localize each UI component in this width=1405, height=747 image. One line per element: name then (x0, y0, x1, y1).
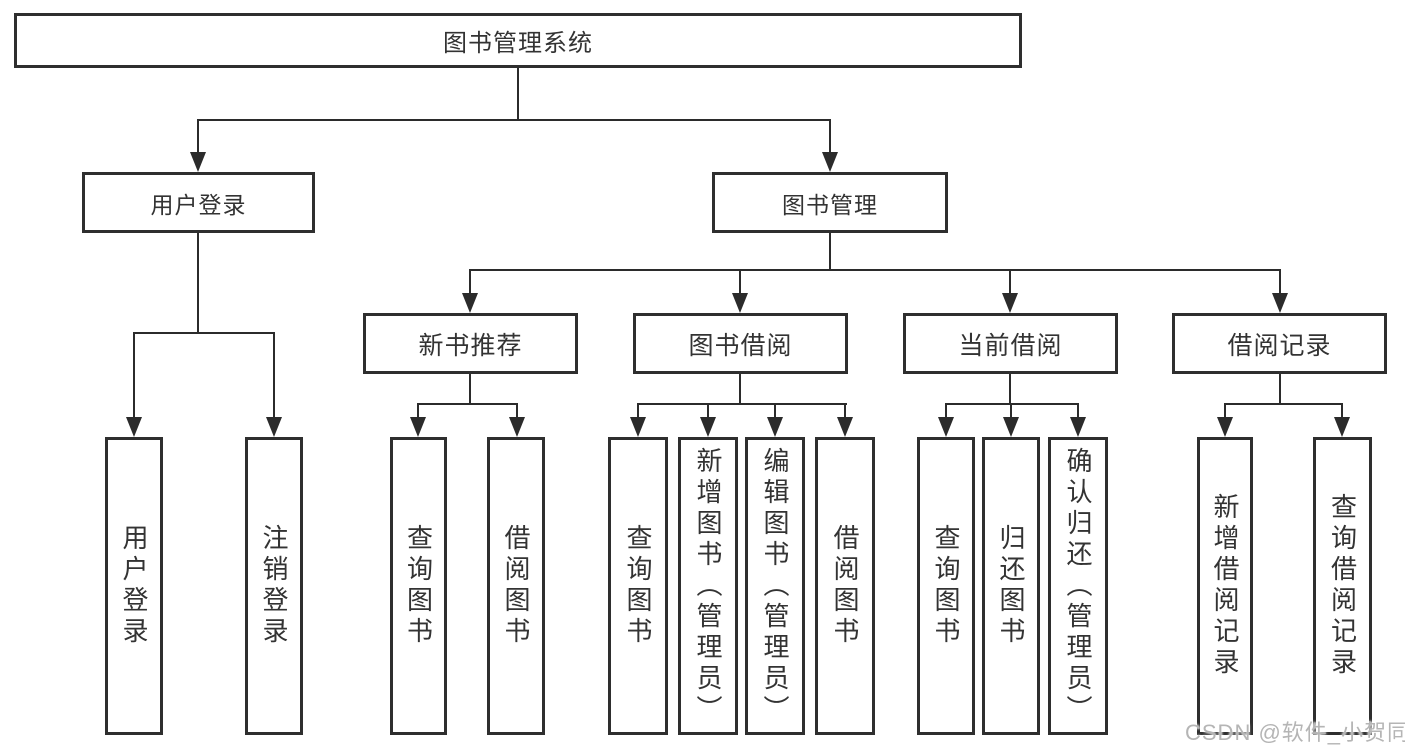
connector-line (1009, 269, 1011, 295)
arrowhead-icon (767, 417, 783, 437)
node-label: 用户登录 (150, 191, 247, 218)
leaf-user-login: 用户登录 (105, 437, 163, 735)
connector-line (829, 119, 831, 155)
connector-line (637, 403, 639, 419)
connector-line (707, 403, 709, 419)
leaf-query-books-recommend: 查询图书 (390, 437, 447, 735)
leaf-label: 查询借阅记录 (1327, 493, 1358, 679)
arrowhead-icon (732, 293, 748, 313)
connector-line (417, 403, 419, 419)
connector-line (829, 233, 831, 271)
arrowhead-icon (630, 417, 646, 437)
node-label: 新书推荐 (418, 331, 523, 360)
arrowhead-icon (462, 293, 478, 313)
leaf-edit-books-admin: 编辑图书（管理员） (745, 437, 805, 735)
leaf-return-books: 归还图书 (982, 437, 1040, 735)
leaf-label: 归还图书 (996, 524, 1026, 648)
node-current-borrowing: 当前借阅 (903, 313, 1118, 374)
leaf-label: 查询图书 (931, 524, 961, 648)
connector-line (197, 119, 831, 121)
leaf-add-borrow-record: 新增借阅记录 (1197, 437, 1253, 735)
arrowhead-icon (1217, 417, 1233, 437)
csdn-watermark: CSDN @软件_小贺同学 (1185, 720, 1405, 745)
node-label: 图书借阅 (688, 331, 793, 360)
connector-line (197, 119, 199, 155)
connector-line (1279, 269, 1281, 295)
arrowhead-icon (509, 417, 525, 437)
connector-line (516, 403, 518, 419)
leaf-add-books-admin: 新增图书（管理员） (678, 437, 738, 735)
leaf-label: 用户登录 (119, 524, 149, 648)
connector-line (1009, 374, 1011, 405)
leaf-label: 编辑图书（管理员） (760, 446, 790, 726)
arrowhead-icon (938, 417, 954, 437)
leaf-confirm-return-admin: 确认归还（管理员） (1048, 437, 1108, 735)
connector-line (469, 374, 471, 405)
connector-line (739, 269, 741, 295)
leaf-borrow-books-recommend: 借阅图书 (487, 437, 545, 735)
connector-line (945, 403, 1079, 405)
leaf-logout: 注销登录 (245, 437, 303, 735)
node-library-system: 图书管理系统 (14, 13, 1022, 68)
arrowhead-icon (190, 152, 206, 172)
leaf-label: 查询图书 (403, 524, 434, 648)
leaf-query-books-current: 查询图书 (917, 437, 975, 735)
node-label: 图书管理 (782, 191, 878, 218)
leaf-query-books-borrow: 查询图书 (608, 437, 668, 735)
arrowhead-icon (1070, 417, 1086, 437)
connector-line (417, 403, 518, 405)
arrowhead-icon (700, 417, 716, 437)
connector-line (637, 403, 847, 405)
leaf-query-borrow-record: 查询借阅记录 (1313, 437, 1372, 735)
connector-line (133, 332, 135, 420)
connector-line (739, 374, 741, 405)
leaf-label: 借阅图书 (830, 524, 860, 648)
leaf-label: 查询图书 (623, 524, 653, 648)
arrowhead-icon (266, 417, 282, 437)
leaf-label: 确认归还（管理员） (1063, 446, 1093, 726)
connector-line (774, 403, 776, 419)
connector-line (1077, 403, 1079, 419)
leaf-label: 注销登录 (259, 524, 289, 648)
leaf-label: 新增图书（管理员） (693, 446, 723, 726)
arrowhead-icon (1272, 293, 1288, 313)
arrowhead-icon (126, 417, 142, 437)
connector-line (1279, 374, 1281, 405)
connector-line (1010, 403, 1012, 419)
node-book-management: 图书管理 (712, 172, 948, 233)
connector-line (273, 332, 275, 420)
connector-line (133, 332, 275, 334)
connector-line (1341, 403, 1343, 419)
connector-line (469, 269, 471, 295)
arrowhead-icon (1334, 417, 1350, 437)
arrowhead-icon (837, 417, 853, 437)
node-label: 当前借阅 (958, 331, 1063, 360)
arrowhead-icon (1003, 417, 1019, 437)
node-label: 借阅记录 (1227, 331, 1332, 360)
connector-line (517, 68, 519, 121)
node-user-login: 用户登录 (82, 172, 315, 233)
connector-line (197, 233, 199, 334)
node-label: 图书管理系统 (443, 30, 593, 57)
connector-line (945, 403, 947, 419)
node-borrowing-records: 借阅记录 (1172, 313, 1387, 374)
connector-line (844, 403, 846, 419)
arrowhead-icon (822, 152, 838, 172)
connector-line (1224, 403, 1343, 405)
node-book-borrowing: 图书借阅 (633, 313, 848, 374)
leaf-label: 新增借阅记录 (1210, 493, 1240, 679)
connector-line (469, 269, 1281, 271)
arrowhead-icon (1002, 293, 1018, 313)
connector-line (1224, 403, 1226, 419)
leaf-label: 借阅图书 (501, 524, 531, 648)
leaf-borrow-books: 借阅图书 (815, 437, 875, 735)
arrowhead-icon (410, 417, 426, 437)
node-new-book-recommend: 新书推荐 (363, 313, 578, 374)
